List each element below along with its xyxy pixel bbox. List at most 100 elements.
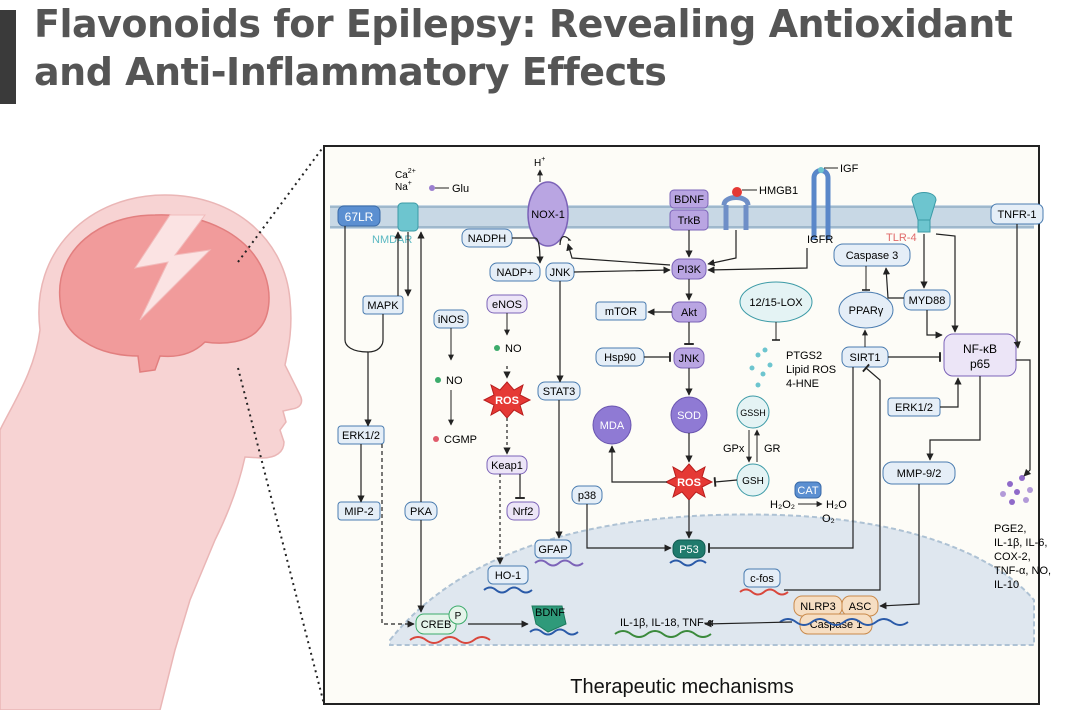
sirt1-label: SIRT1 (850, 352, 881, 364)
nox1-label: NOX-1 (531, 209, 565, 221)
pge2-line-3: COX-2, (994, 551, 1031, 563)
glu-dot (429, 185, 435, 191)
arrow-nfkb-mmp92 (926, 376, 981, 461)
pparg-node (838, 291, 894, 329)
na-label: Na+ (395, 180, 412, 193)
mda-label: MDA (600, 420, 625, 432)
nmdar-channel (397, 202, 419, 232)
no-dot-2 (494, 345, 500, 351)
ptgs2-dot-4 (760, 371, 766, 377)
nadph-label: NADPH (468, 233, 507, 245)
ptgs2-dot-6 (755, 382, 761, 388)
cfos-label: c-fos (750, 573, 774, 585)
nmdar-label: NMDAR (372, 234, 412, 246)
arrow-tlr4-nfkb (935, 233, 959, 333)
trkb-label: TrkB (678, 215, 701, 227)
creb-label: CREB (421, 619, 452, 631)
hmgb1-label: HMGB1 (759, 185, 798, 197)
arrow-p38-p53 (586, 504, 672, 552)
pge2-line-4: TNF-α, NO, (994, 565, 1051, 577)
lightning-bolt-icon (133, 214, 212, 321)
p53-node (672, 539, 706, 559)
title-accent-bar (0, 10, 16, 104)
gr-label: GR (764, 443, 781, 455)
ptgs2-dot-3 (749, 365, 755, 371)
ho1-node (487, 565, 529, 585)
line-nox1-nadp (559, 235, 572, 246)
caspase1-dna (779, 618, 909, 626)
ros-b-label: ROS (677, 477, 701, 489)
67lr-receptor (337, 205, 381, 227)
ros-a-label: ROS (495, 395, 519, 407)
sod-label: SOD (677, 410, 701, 422)
no1-label: NO (446, 375, 463, 387)
hsp90-label: Hsp90 (604, 352, 636, 364)
pka-label: PKA (410, 506, 433, 518)
cfos-node (743, 568, 781, 588)
keap1-label: Keap1 (491, 460, 523, 472)
mip2-label: MIP-2 (344, 506, 373, 518)
zoom-line-top (237, 145, 325, 263)
gfap-dna (534, 559, 584, 567)
bdnf-nucleus-shape (531, 605, 567, 633)
arrow-caspase1-cytokines (704, 620, 793, 628)
page-title-line-2: and Anti-Inflammatory Effects (34, 50, 667, 94)
pge2-line-5: IL-10 (994, 579, 1019, 591)
pge2-line-1: PGE2, (994, 523, 1026, 535)
mda-node (592, 405, 632, 445)
gssh-node (736, 395, 770, 429)
erk12-b-label: ERK1/2 (895, 402, 933, 414)
jnk-b-label: JNK (679, 353, 700, 365)
inos-label: iNOS (438, 314, 464, 326)
line-67lr-merge (344, 226, 369, 353)
enos-label: eNOS (492, 299, 522, 311)
caption: Therapeutic mechanisms (570, 676, 793, 698)
cfos-dna (739, 588, 789, 596)
arrow-erk12-creb (381, 444, 415, 628)
mtor-node (595, 301, 647, 321)
arrow-myd88-caspase3 (882, 267, 904, 299)
igf-ligand (818, 167, 824, 173)
pge2-dots (1000, 475, 1033, 505)
ptgs2-dot-1 (755, 352, 761, 358)
p38-label: p38 (578, 490, 596, 502)
arrow-nadph-nadp (512, 237, 544, 264)
cgmp-dot (433, 436, 439, 442)
mtor-label: mTOR (605, 306, 637, 318)
nox1-enzyme (527, 181, 569, 247)
p53-dna (669, 559, 707, 567)
p53-label: P53 (679, 544, 699, 556)
page-title-line-1: Flavonoids for Epilepsy: Revealing Antio… (34, 2, 1013, 46)
nadp-label: NADP+ (497, 267, 534, 279)
lipid-ros-label: Lipid ROS (786, 364, 836, 376)
arrow-pi3k-nox1 (566, 243, 671, 266)
pi3k-label: PI3K (677, 264, 702, 276)
nfkb-label: NF-κB (963, 342, 997, 356)
p-label: P (455, 611, 462, 622)
mapk-label: MAPK (367, 300, 399, 312)
akt-label: Akt (681, 307, 697, 319)
nadp-node (489, 262, 541, 282)
arrow-tnfr1-nfkb (1013, 224, 1021, 349)
caspase3-label: Caspase 3 (846, 250, 899, 262)
h2o2-label: H₂O₂ (770, 499, 795, 511)
nrf2-label: Nrf2 (513, 506, 534, 518)
arrow-nfkb-pge2 (1016, 359, 1032, 477)
asc-label: ASC (849, 601, 872, 613)
nrf2-node (506, 501, 540, 521)
67lr-label: 67LR (345, 210, 374, 224)
cgmp-label: CGMP (444, 434, 477, 446)
hne-label: 4-HNE (786, 378, 819, 390)
creb-dna (409, 636, 491, 644)
arrow-mmp92-nlrp3 (879, 484, 920, 610)
no-dot-1 (435, 377, 441, 383)
head-silhouette-illustration (0, 194, 303, 710)
tnfr1-label: TNFR-1 (997, 209, 1036, 221)
inhibit-gsh-ros (713, 477, 738, 487)
p-phospho (448, 605, 468, 625)
gfap-label: GFAP (538, 544, 567, 556)
arrow-ros-mda (608, 445, 667, 483)
pparg-label: PPARγ (849, 305, 884, 317)
igf-label: IGF (840, 163, 859, 175)
hmgb1-ligand (732, 187, 742, 197)
